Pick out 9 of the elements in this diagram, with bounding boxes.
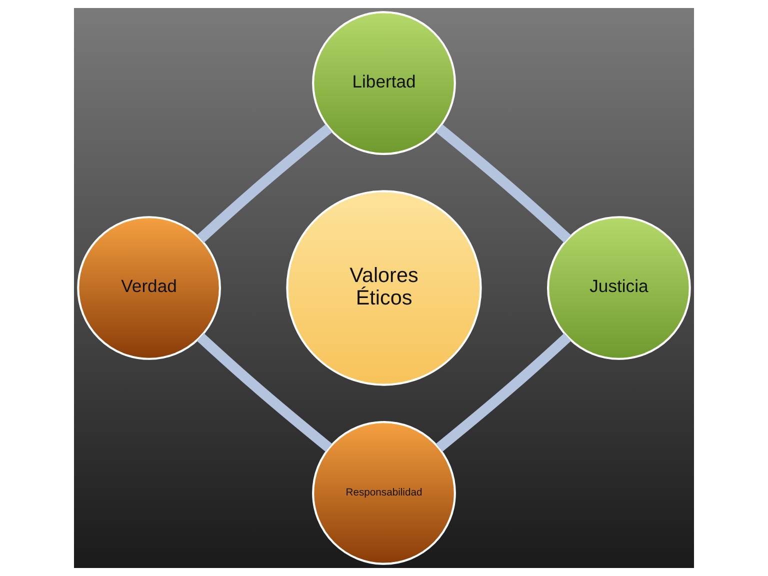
connector [196, 124, 332, 243]
node-circle: Responsabilidad [312, 421, 456, 565]
node-circle: Valores Éticos [286, 190, 482, 386]
node-circle: Libertad [312, 11, 456, 155]
connector [196, 333, 332, 452]
node-circle: Verdad [77, 216, 221, 360]
node-circle: Justicia [547, 216, 691, 360]
connector [436, 333, 572, 452]
connector [436, 124, 572, 243]
